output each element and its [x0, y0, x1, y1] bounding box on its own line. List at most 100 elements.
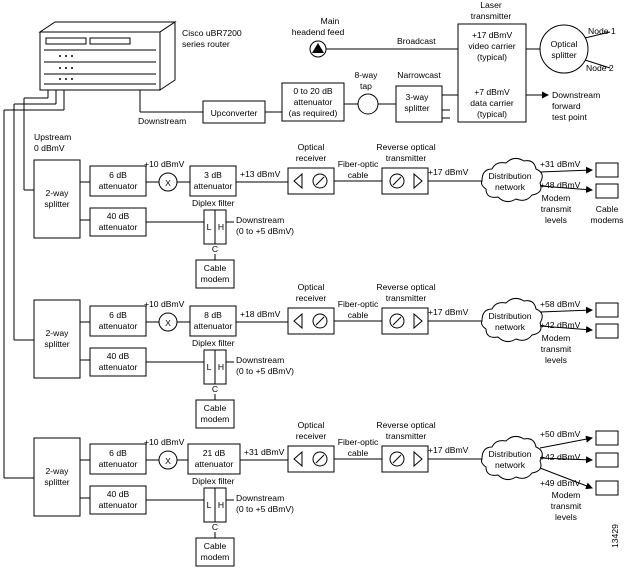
optical-splitter-label: Optical — [551, 39, 578, 49]
tap-label-2: tap — [360, 81, 372, 91]
reverse-tx-label-2: transmitter — [386, 293, 427, 303]
out-b-label: +48 dBmV — [540, 180, 581, 190]
node-2-label: Node 2 — [586, 63, 614, 73]
reverse-tx-label: Reverse optical — [376, 142, 435, 152]
optical-splitter-icon — [539, 24, 589, 74]
cable-modem-label: Cable — [204, 541, 227, 551]
distribution-label: Distribution — [489, 449, 532, 459]
mid-attenuator-box — [187, 443, 241, 475]
diplex-c: C — [212, 522, 218, 532]
headend-label-2: headend feed — [292, 27, 345, 37]
cable-modem-label-2: modem — [201, 274, 230, 284]
cable-modem-box — [595, 183, 619, 199]
diplex-label: Diplex filter — [192, 338, 235, 348]
cable-modems-label-2: modems — [591, 215, 624, 225]
att-mid-label: 21 dB — [203, 448, 226, 458]
cable-modem-box — [195, 399, 235, 429]
two-way-splitter-box — [33, 437, 81, 517]
cable-modem-box — [595, 430, 619, 446]
att6-label-2: attenuator — [99, 321, 138, 331]
plus17-label: +17 dBmV — [428, 307, 469, 317]
three-way-splitter-box — [395, 85, 443, 123]
cable-modem-box — [595, 452, 619, 468]
cable-modem-label-2: modem — [201, 552, 230, 562]
eight-way-tap-icon — [357, 93, 379, 115]
level-after-label: +18 dBmV — [240, 309, 281, 319]
node-1-label: Node 1 — [588, 26, 616, 36]
upstream-section-3: 2-way splitter 6 dB attenuator 40 dB att… — [33, 420, 619, 567]
mid-attenuator-box — [189, 305, 237, 337]
distribution-network-cloud — [481, 435, 543, 481]
six-db-attenuator-box — [89, 443, 147, 475]
out-b-label: +42 dBmV — [540, 452, 581, 462]
plus10-label: +10 dBmV — [144, 299, 185, 309]
laser-transmitter-box — [457, 23, 527, 123]
figure-id: 13429 — [610, 524, 620, 548]
splitter-label: 2-way — [46, 188, 70, 198]
cable-modem-box — [195, 259, 235, 289]
modem-levels-label: Modem — [552, 490, 581, 500]
upconverter-label: Upconverter — [211, 108, 258, 118]
level-after-label: +13 dBmV — [240, 169, 281, 179]
ds-range-label: Downstream — [236, 215, 284, 225]
video-carrier-2: video carrier — [468, 41, 515, 51]
forty-db-attenuator-box — [89, 347, 147, 377]
six-db-attenuator-box — [89, 165, 147, 197]
reverse-tx-label: Reverse optical — [376, 420, 435, 430]
distribution-label: Distribution — [489, 311, 532, 321]
out-a-label: +31 dBmV — [540, 159, 581, 169]
downstream-test-label-3: test point — [552, 112, 587, 122]
router-label: Cisco uBR7200 — [182, 28, 242, 38]
modem-levels-label-2: transmit — [541, 344, 572, 354]
splitter-label-2: splitter — [44, 199, 69, 209]
cable-modem-box — [195, 537, 235, 567]
narrowcast-label: Narrowcast — [397, 70, 441, 80]
distribution-label: Distribution — [489, 171, 532, 181]
att-mid-label-2: attenuator — [195, 459, 234, 469]
cable-modem-box — [595, 302, 619, 318]
optical-receiver-label-2: receiver — [296, 153, 327, 163]
attenuator-0-20-label: 0 to 20 dB — [293, 86, 332, 96]
modem-levels-label-3: levels — [555, 512, 577, 522]
data-carrier: +7 dBmV — [474, 87, 510, 97]
diplex-l: L — [207, 500, 212, 510]
three-way-splitter-label: 3-way — [406, 92, 430, 102]
att6-label: 6 dB — [109, 170, 127, 180]
modem-levels-label: Modem — [542, 193, 571, 203]
video-carrier: +17 dBmV — [472, 30, 513, 40]
data-carrier-3: (typical) — [477, 109, 507, 119]
reverse-tx-label-2: transmitter — [386, 431, 427, 441]
ds-range-label-2: (0 to +5 dBmV) — [236, 504, 294, 514]
optical-receiver-label: Optical — [298, 282, 325, 292]
att40-label: 40 dB — [107, 489, 130, 499]
upstream-label-2: 0 dBmV — [34, 143, 65, 153]
cable-modem-box — [595, 323, 619, 339]
att6-label: 6 dB — [109, 310, 127, 320]
tap-label: 8-way — [355, 70, 379, 80]
att40-label-2: attenuator — [99, 500, 138, 510]
mixer-label: X — [165, 318, 171, 328]
ds-range-label: Downstream — [236, 355, 284, 365]
plus10-label: +10 dBmV — [144, 437, 185, 447]
diplex-label: Diplex filter — [192, 476, 235, 486]
three-way-splitter-label-2: splitter — [404, 103, 429, 113]
data-carrier-2: data carrier — [470, 98, 514, 108]
video-carrier-3: (typical) — [477, 52, 507, 62]
level-after-label: +31 dBmV — [244, 447, 285, 457]
forty-db-attenuator-box — [89, 485, 147, 515]
ds-range-label-2: (0 to +5 dBmV) — [236, 226, 294, 236]
diplex-l: L — [207, 362, 212, 372]
two-way-splitter-box — [33, 159, 81, 239]
optical-receiver-label: Optical — [298, 142, 325, 152]
att-mid-label: 8 dB — [204, 310, 222, 320]
diplex-h: H — [218, 362, 224, 372]
modem-levels-label-2: transmit — [551, 501, 582, 511]
optical-receiver-label: Optical — [298, 420, 325, 430]
splitter-label-2: splitter — [44, 339, 69, 349]
splitter-label: 2-way — [46, 466, 70, 476]
distribution-network-cloud — [481, 157, 543, 203]
out-a-label: +50 dBmV — [540, 429, 581, 439]
upstream-label: Upstream — [34, 132, 71, 142]
splitter-label: 2-way — [46, 328, 70, 338]
